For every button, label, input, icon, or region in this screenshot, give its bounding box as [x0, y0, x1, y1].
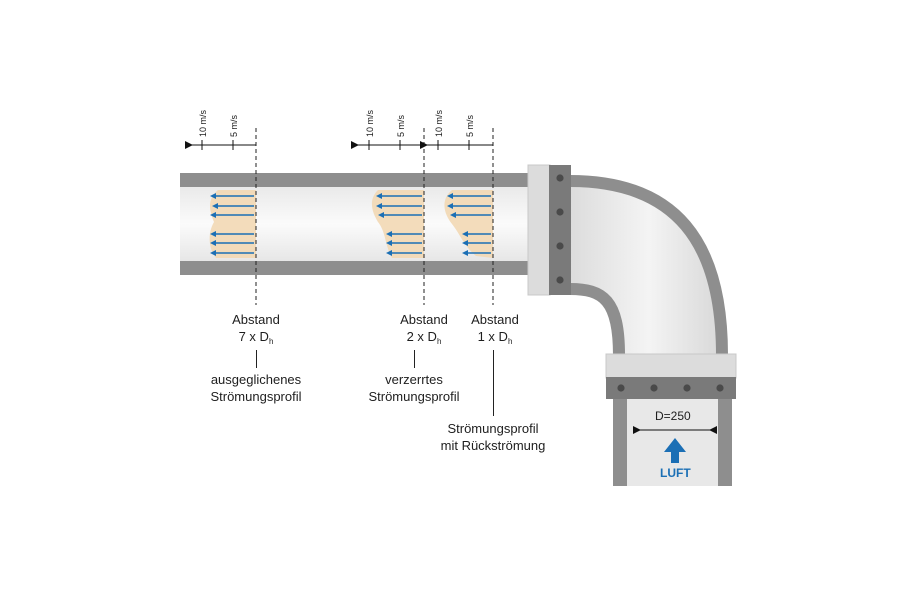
measurement-planes — [255, 128, 494, 305]
scale-label-5: 5 m/s — [396, 114, 406, 137]
flow-arrow-head — [378, 212, 384, 218]
profile-balanced — [209, 190, 256, 258]
flow-arrow-head — [450, 212, 456, 218]
flow-arrow-head — [210, 212, 216, 218]
profile-distorted — [371, 190, 424, 258]
connector-line — [256, 350, 257, 368]
flow-arrow-head — [376, 193, 382, 199]
flow-arrow-head — [462, 240, 468, 246]
flow-arrow-head — [376, 203, 382, 209]
distance-label: Abstand — [400, 312, 448, 327]
flow-arrows — [210, 193, 491, 256]
flow-label: LUFT — [660, 466, 691, 480]
duct-top-wall — [180, 173, 530, 187]
distance-label: Abstand — [471, 312, 519, 327]
flow-arrow-head — [386, 231, 392, 237]
factor-label: 7 x Dh — [238, 329, 274, 346]
connector-line — [414, 350, 415, 368]
factor-label: 1 x Dh — [477, 329, 513, 346]
scale-label-10: 10 m/s — [434, 109, 444, 137]
flow-arrow-head — [447, 193, 453, 199]
flow-arrow-head — [462, 250, 468, 256]
flange-bolt — [617, 384, 625, 392]
velocity-scale-1: 10 m/s 5 m/s — [185, 109, 256, 150]
flange-bolt — [556, 242, 564, 250]
flange-bolt — [716, 384, 724, 392]
elbow-bend — [569, 175, 728, 356]
flange-bolt — [650, 384, 658, 392]
flange-bolt — [556, 174, 564, 182]
section-label-7dh: Abstand 7 x Dh — [216, 311, 296, 350]
profile-label-balanced: ausgeglichenes Strömungsprofil — [210, 372, 302, 404]
flange-bolt — [683, 384, 691, 392]
flow-arrow-head — [386, 250, 392, 256]
air-flow-arrow-icon — [664, 438, 686, 463]
scale-label-10: 10 m/s — [365, 109, 375, 137]
velocity-scale-3: 10 m/s 5 m/s — [420, 109, 493, 150]
profile-label-distorted: verzerrtes Strömungsprofil — [368, 372, 460, 404]
elbow-inner-wall — [569, 283, 625, 356]
duct-bottom-wall — [180, 261, 530, 275]
flow-arrow-head — [210, 240, 216, 246]
vertical-flange — [527, 164, 571, 296]
flow-arrow-head — [210, 231, 216, 237]
flow-arrow-head — [386, 240, 392, 246]
elbow-outer-wall — [569, 175, 728, 356]
flow-arrow-head — [212, 203, 218, 209]
flange-bolt — [556, 208, 564, 216]
horizontal-flange — [605, 353, 737, 399]
factor-label: 2 x Dh — [406, 329, 442, 346]
inlet-right-wall — [718, 398, 732, 486]
profile-backflow — [444, 190, 493, 258]
diameter-label: D=250 — [655, 409, 691, 423]
section-label-2dh: Abstand 2 x Dh — [384, 311, 464, 350]
flow-arrow-head — [462, 231, 468, 237]
section-label-1dh: Abstand 1 x Dh — [455, 311, 535, 350]
velocity-profiles — [209, 190, 493, 258]
distance-label: Abstand — [232, 312, 280, 327]
scale-label-10: 10 m/s — [198, 109, 208, 137]
flow-arrow-head — [447, 203, 453, 209]
flow-arrow-head — [210, 250, 216, 256]
scale-label-5: 5 m/s — [229, 114, 239, 137]
profile-label-backflow: Strömungsprofil mit Rückströmung — [440, 421, 546, 453]
inlet-left-wall — [613, 398, 627, 486]
flange-bolt — [556, 276, 564, 284]
scale-label-5: 5 m/s — [465, 114, 475, 137]
flow-arrow-head — [210, 193, 216, 199]
connector-line — [493, 350, 494, 416]
inlet-duct — [613, 398, 732, 486]
velocity-scale-2: 10 m/s 5 m/s — [351, 109, 424, 150]
